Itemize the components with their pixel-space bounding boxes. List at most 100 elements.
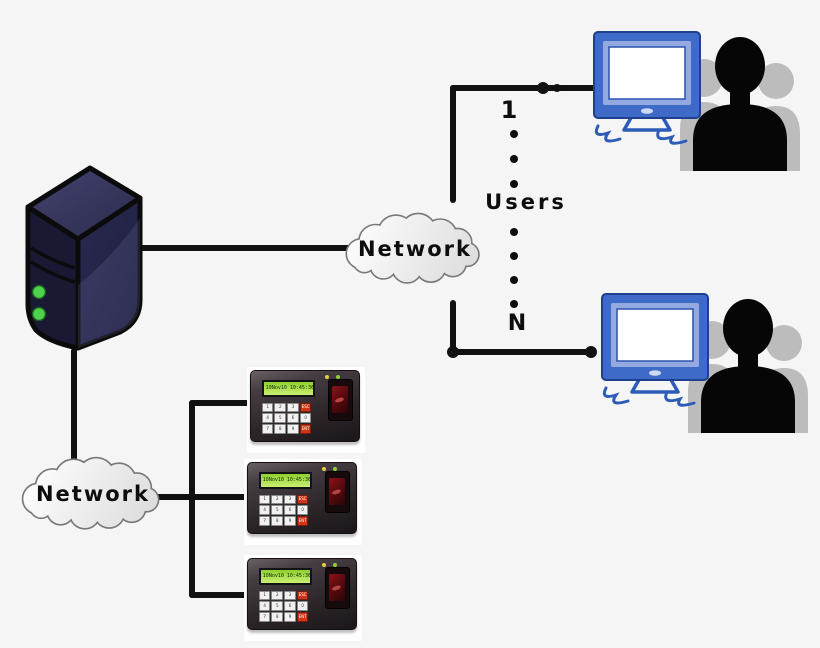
connector-server-to-network-bottom: [71, 348, 77, 466]
fingerprint-sensor-icon: [324, 567, 350, 610]
device-key-0: 0: [296, 505, 309, 516]
connector-device-3: [189, 592, 255, 598]
connector-node-dot: [553, 84, 561, 92]
device-led-green-icon: [335, 375, 340, 380]
connector-users-vertical-top: [450, 85, 456, 203]
device-led-green-icon: [332, 563, 337, 568]
server-vent-groove: [30, 260, 76, 284]
device-led-amber-icon: [324, 375, 329, 380]
device-key-ENT: ENT: [299, 424, 312, 434]
connector-node-dot: [537, 82, 549, 94]
device-key-1: 1: [258, 590, 271, 601]
device-key-3: 3: [284, 590, 296, 601]
connector-users-vertical-bottom: [450, 300, 456, 355]
network-label: Network: [357, 237, 472, 261]
device-key-4: 4: [258, 505, 271, 516]
device-key-4: 4: [261, 413, 274, 424]
connector-users-top-horizontal: [450, 85, 596, 91]
device-key-1: 1: [261, 402, 274, 413]
device-key-7: 7: [258, 516, 271, 526]
connector-devices-vertical: [189, 400, 195, 598]
connector-device-1: [189, 400, 255, 406]
connector-network-to-devices: [150, 494, 256, 500]
device-key-5: 5: [274, 413, 287, 424]
connector-server-to-network-top: [138, 245, 352, 251]
device-key-7: 7: [258, 612, 271, 622]
device-key-8: 8: [271, 516, 284, 526]
device-key-ESC: ESC: [296, 494, 309, 505]
fingerprint-window: [329, 477, 346, 506]
device-key-3: 3: [287, 402, 299, 413]
device-lcd-display: 10Nov10 10:45:36: [258, 568, 312, 585]
device-led-green-icon: [332, 467, 337, 472]
network-label: Network: [35, 482, 150, 506]
device-key-9: 9: [287, 424, 299, 434]
device-key-9: 9: [284, 612, 296, 622]
users-ellipsis-top: [510, 130, 518, 188]
server-top-face: [25, 165, 143, 242]
fingerprint-window: [329, 573, 346, 602]
device-key-0: 0: [299, 413, 312, 424]
server-sheen: [78, 218, 140, 348]
device-key-ENT: ENT: [296, 516, 309, 526]
cloud-icon: [21, 456, 160, 530]
device-key-9: 9: [284, 516, 296, 526]
fingerprint-sensor-icon: [327, 379, 353, 422]
device-key-1: 1: [258, 494, 271, 505]
device-led-amber-icon: [321, 563, 326, 568]
device-key-5: 5: [271, 601, 284, 612]
fingerprint-sensor-icon: [324, 471, 350, 514]
server-tower: [25, 165, 143, 351]
device-key-ESC: ESC: [299, 402, 312, 413]
network-cloud-bottom: Network: [12, 450, 174, 538]
ellipsis-dot: [510, 155, 518, 163]
ellipsis-dot: [510, 130, 518, 138]
ellipsis-dot: [510, 276, 518, 284]
server-vent-groove: [30, 246, 76, 270]
device-key-6: 6: [287, 413, 299, 424]
ellipsis-dot: [510, 300, 518, 308]
connector-node-dot: [585, 346, 597, 358]
device-lcd-display: 10Nov10 10:45:36: [261, 380, 315, 397]
users-range-first-label: 1: [500, 96, 518, 124]
users-group-label: Users: [485, 190, 567, 214]
device-key-8: 8: [274, 424, 287, 434]
connector-users-bottom-horizontal: [450, 349, 591, 355]
device-key-2: 2: [271, 494, 284, 505]
ellipsis-dot: [510, 180, 518, 188]
server-side-face: [75, 195, 143, 351]
device-key-ESC: ESC: [296, 590, 309, 601]
users-ellipsis-bottom: [510, 228, 518, 308]
server-led-icon: [31, 306, 47, 322]
device-key-8: 8: [271, 612, 284, 622]
device-key-7: 7: [261, 424, 274, 434]
cloud-icon: [345, 212, 480, 284]
device-key-3: 3: [284, 494, 296, 505]
ellipsis-dot: [510, 252, 518, 260]
device-led-amber-icon: [321, 467, 326, 472]
user-workstation-1: [592, 26, 804, 171]
device-key-ENT: ENT: [296, 612, 309, 622]
network-cloud-top: Network: [336, 206, 494, 292]
device-key-2: 2: [271, 590, 284, 601]
device-key-4: 4: [258, 601, 271, 612]
fingerprint-window: [332, 385, 349, 414]
server-led-icon: [31, 284, 47, 300]
connector-node-dot: [447, 346, 459, 358]
user-workstation-n: [600, 288, 812, 433]
device-key-0: 0: [296, 601, 309, 612]
device-lcd-display: 10Nov10 10:45:36: [258, 472, 312, 489]
device-key-5: 5: [271, 505, 284, 516]
device-key-6: 6: [284, 505, 296, 516]
users-range-last-label: N: [507, 311, 527, 336]
